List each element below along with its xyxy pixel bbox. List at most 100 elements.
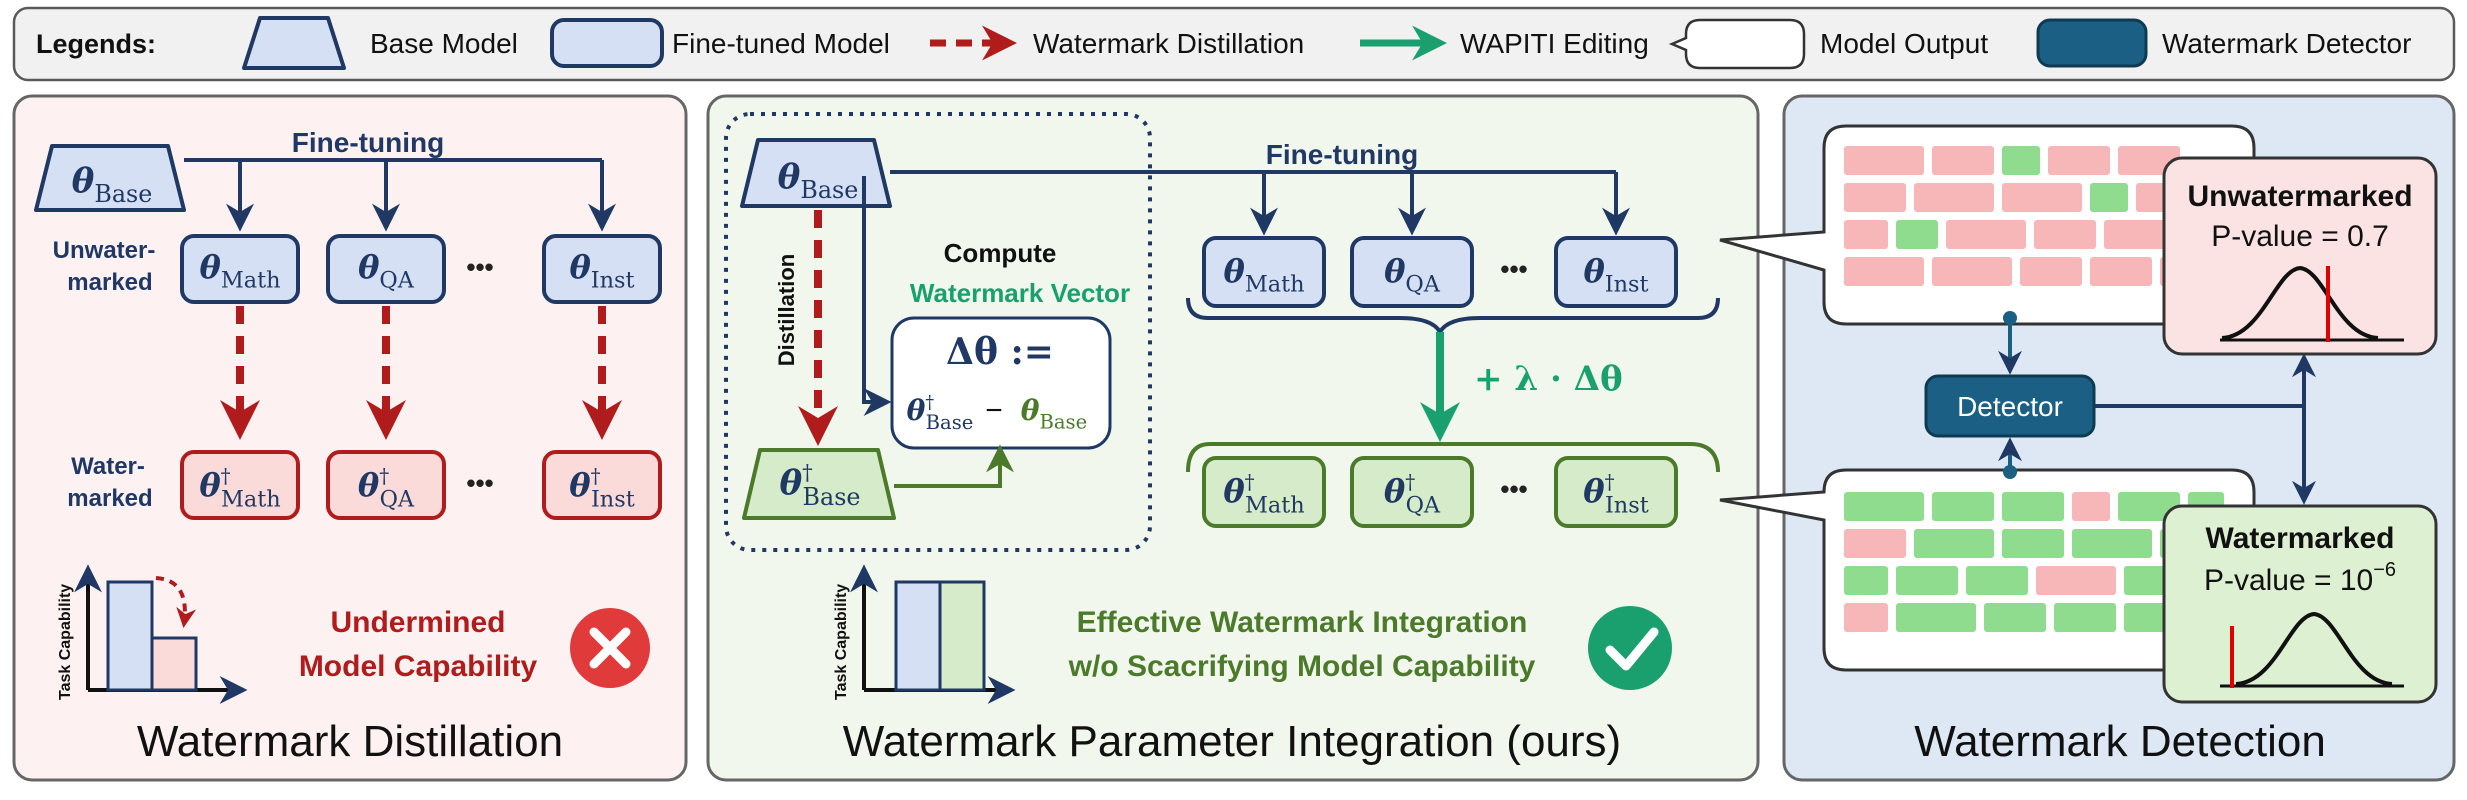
theta-sup: † bbox=[221, 465, 231, 488]
theta-sym: θ bbox=[1223, 252, 1245, 290]
left-base-model bbox=[34, 144, 186, 212]
left-caption-2: Model Capability bbox=[299, 650, 538, 683]
wm-dist-curve bbox=[2235, 611, 2393, 686]
theta-text: θ†Inst bbox=[1583, 471, 1648, 519]
wm-token bbox=[2002, 529, 2064, 558]
legend-distillation-label: Watermark Distillation bbox=[1033, 28, 1304, 59]
left-watermarked-model bbox=[542, 450, 662, 520]
theta-sym: θ bbox=[1021, 394, 1040, 427]
wm-token bbox=[1932, 492, 1994, 521]
theta-text: θQA bbox=[358, 248, 415, 294]
theta-text: θBase bbox=[778, 157, 859, 204]
theta-sub: Inst bbox=[1605, 493, 1649, 519]
theta-text: θ†Math bbox=[199, 465, 280, 513]
mid-panel-title: Watermark Parameter Integration (ours) bbox=[843, 717, 1621, 766]
mid-distillation-label: Distillation bbox=[774, 254, 799, 366]
delta-rhs-theta: θBase bbox=[1021, 394, 1087, 433]
left-finetuning-label: Fine-tuning bbox=[292, 127, 444, 158]
mid-model-theta: θMath bbox=[1223, 252, 1304, 298]
left-chart-axis-label: Task Capability bbox=[57, 584, 74, 700]
theta-text: θ†Inst bbox=[569, 465, 634, 513]
distillation-region bbox=[724, 112, 1152, 552]
theta-sym: θ bbox=[778, 157, 801, 197]
left-wm-model-theta: θ†QA bbox=[358, 465, 415, 513]
wapiti-edit-label: + λ · Δθ bbox=[1474, 359, 1623, 399]
unwm-token bbox=[2002, 183, 2082, 212]
legend-model-output-icon bbox=[1668, 18, 1806, 70]
theta-sup: † bbox=[591, 465, 601, 488]
theta-sym: θ bbox=[1384, 252, 1406, 290]
theta-text: θInst bbox=[1583, 252, 1648, 298]
mid-caption-1: Effective Watermark Integration bbox=[1077, 606, 1528, 639]
theta-sub: Base bbox=[803, 483, 861, 511]
theta-sym: θ bbox=[907, 394, 926, 427]
wm-token bbox=[2072, 492, 2110, 521]
unwm-token bbox=[2020, 257, 2082, 286]
theta-sub: Math bbox=[1245, 272, 1305, 298]
left-watermarked-model bbox=[180, 450, 300, 520]
wm-token bbox=[1896, 566, 1958, 595]
theta-sub: Math bbox=[221, 268, 281, 294]
theta-sub: Math bbox=[221, 487, 281, 513]
mid-caption-2: w/o Scacrifying Model Capability bbox=[1068, 650, 1536, 683]
mid-finetuned-model bbox=[1202, 236, 1326, 308]
mid-chart-bar-wm bbox=[938, 580, 986, 692]
theta-text: θ†Math bbox=[1223, 471, 1304, 519]
left-row-wm-2: marked bbox=[67, 485, 152, 512]
mid-dots-top: ••• bbox=[1500, 254, 1527, 284]
theta-sym: θ bbox=[72, 161, 95, 201]
theta-sub: QA bbox=[1406, 493, 1441, 519]
mid-watermark-vector-label: Watermark Vector bbox=[910, 278, 1130, 308]
mid-wm-model-theta: θ†Inst bbox=[1583, 471, 1648, 519]
theta-sym: θ bbox=[569, 466, 591, 504]
right-panel-title: Watermark Detection bbox=[1914, 717, 2326, 766]
unwm-token bbox=[1914, 183, 1994, 212]
theta-sub: Inst bbox=[591, 487, 635, 513]
theta-sup: † bbox=[802, 460, 813, 485]
theta-sym: θ bbox=[1384, 472, 1406, 510]
mid-dots-bottom: ••• bbox=[1500, 474, 1527, 504]
cross-icon-stroke bbox=[589, 627, 631, 669]
wm-token bbox=[2118, 492, 2180, 521]
mid-base-model bbox=[740, 138, 892, 208]
left-finetuned-model bbox=[180, 234, 300, 304]
unwm-token bbox=[1844, 220, 1888, 249]
delta-minus: − bbox=[985, 394, 1003, 427]
left-row-unwm-1: Unwater- bbox=[53, 237, 156, 264]
wm-result-title: Watermarked bbox=[2206, 522, 2395, 555]
left-dots-top: ••• bbox=[466, 252, 493, 282]
theta-text: θBase bbox=[1021, 394, 1087, 433]
wm-pvalue-base: P-value = 10 bbox=[2204, 564, 2373, 597]
wm-token bbox=[1844, 492, 1924, 521]
left-model-theta: θMath bbox=[199, 248, 280, 294]
unwm-token bbox=[1844, 257, 1924, 286]
unwm-token bbox=[1844, 146, 1924, 175]
theta-sym: θ bbox=[779, 463, 802, 503]
check-icon-stroke bbox=[1605, 627, 1659, 671]
left-row-unwm-2: marked bbox=[67, 269, 152, 296]
delta-lhs-theta: θ†Base bbox=[907, 393, 974, 434]
left-base-theta: θBase bbox=[72, 161, 153, 208]
mid-finetuned-model bbox=[1350, 236, 1474, 308]
theta-text: θInst bbox=[569, 248, 634, 294]
wm-token bbox=[1844, 603, 1888, 632]
unwm-dist-curve bbox=[2221, 265, 2379, 340]
mid-base-to-vector bbox=[862, 176, 892, 416]
mid-model-theta: θInst bbox=[1583, 252, 1648, 298]
theta-sub: QA bbox=[380, 487, 415, 513]
unwm-pvalue: P-value = 0.7 bbox=[2211, 220, 2389, 253]
unwm-token bbox=[1896, 220, 1938, 249]
unwm-result-card bbox=[2162, 156, 2438, 356]
left-wm-model-theta: θ†Math bbox=[199, 465, 280, 513]
legend-detector-icon bbox=[2036, 18, 2148, 68]
legend-title: Legends: bbox=[36, 29, 156, 59]
theta-text: θMath bbox=[1223, 252, 1304, 298]
detector-tap-bottom bbox=[2003, 465, 2017, 479]
theta-sym: θ bbox=[1583, 472, 1605, 510]
unwm-token bbox=[1932, 146, 1994, 175]
mid-finetuned-model bbox=[1554, 236, 1678, 308]
mid-watermarked-model bbox=[1202, 456, 1326, 528]
left-model-theta: θQA bbox=[358, 248, 415, 294]
theta-sub: Inst bbox=[1605, 272, 1649, 298]
